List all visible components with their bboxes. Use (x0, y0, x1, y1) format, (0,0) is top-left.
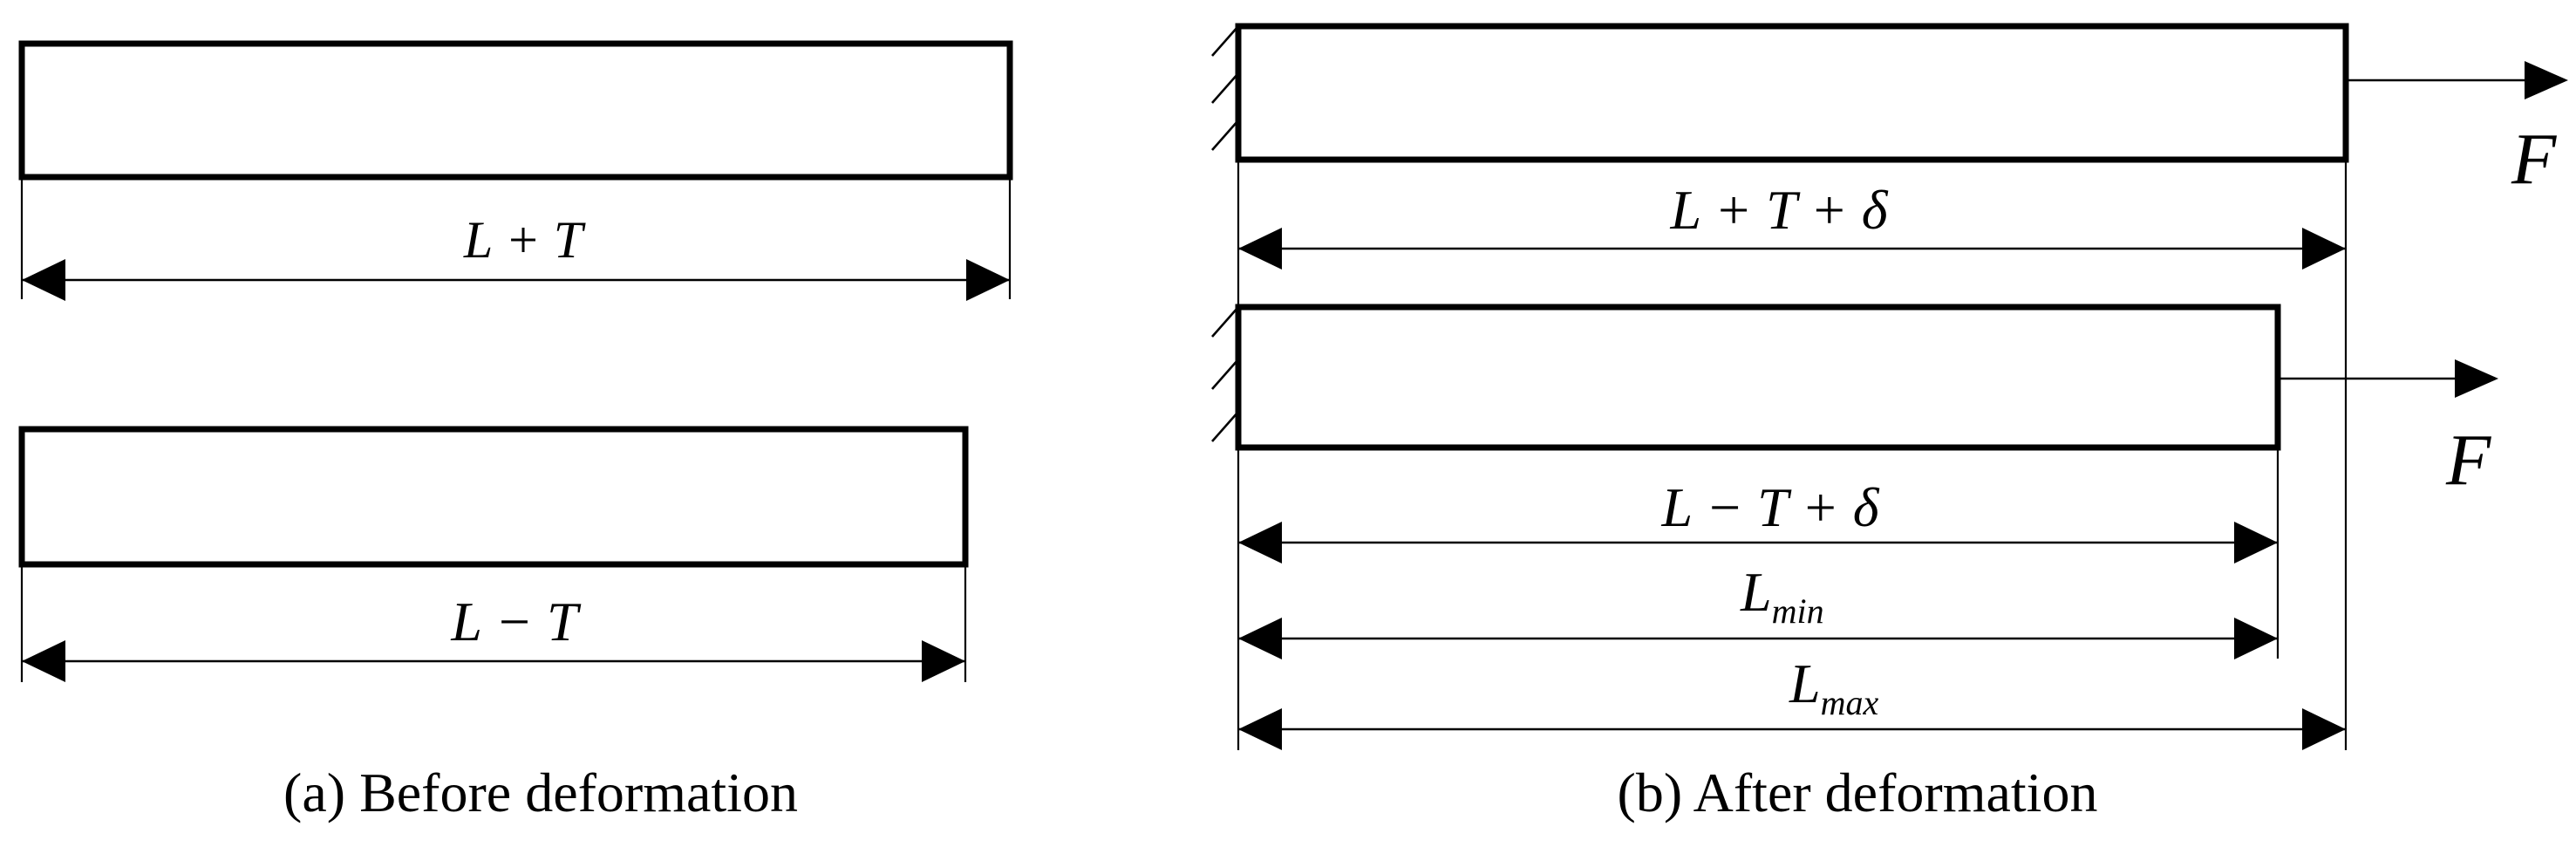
dimension-arrow-right (2302, 708, 2346, 750)
panel-b: F L + T + δ F L − T + δ Lm (1211, 23, 2568, 823)
dimension-arrow-left (1238, 228, 1282, 270)
caption-a: (a) Before deformation (283, 762, 798, 823)
force-arrowhead (2525, 61, 2568, 99)
force-label-top: F (2511, 119, 2558, 200)
dimension-arrow-left (1238, 522, 1282, 564)
dimension-arrow-left (22, 640, 65, 682)
dim-label-a-bottom: L − T (450, 591, 582, 652)
bar-b-bottom (1235, 304, 2281, 451)
dimension-arrow-right (2234, 618, 2278, 659)
dim-label-a-top: L + T (463, 211, 586, 269)
bar-b-top (1235, 23, 2349, 163)
lmax-base: L (1789, 652, 1821, 714)
dimension-arrow-right (2234, 522, 2278, 564)
dimension-arrow-left (1238, 618, 1282, 659)
fixed-support-hatching-bottom (1211, 306, 1239, 442)
dimension-arrow-left (1238, 708, 1282, 750)
lmax-subscript: max (1821, 683, 1879, 722)
lmin-subscript: min (1772, 591, 1824, 631)
caption-b: (b) After deformation (1618, 762, 2098, 823)
bar-a-top (18, 40, 1013, 181)
dim-label-lmax: Lmax (1789, 652, 1878, 722)
panel-a: L + T L − T (a) Before deformation (18, 40, 1013, 823)
dim-label-b-top: L + T + δ (1670, 179, 1889, 241)
bar-a-bottom (18, 426, 969, 568)
dimension-arrow-right (966, 259, 1010, 301)
dimension-arrow-left (22, 259, 65, 301)
fixed-support-hatching-top (1211, 25, 1239, 151)
lmin-base: L (1740, 561, 1772, 623)
dimension-arrow-right (2302, 228, 2346, 270)
force-label-bottom: F (2445, 420, 2492, 501)
dim-label-b-bottom: L − T + δ (1661, 476, 1880, 538)
dimension-arrow-right (922, 640, 965, 682)
dim-label-lmin: Lmin (1740, 561, 1824, 631)
force-arrowhead (2455, 359, 2498, 398)
